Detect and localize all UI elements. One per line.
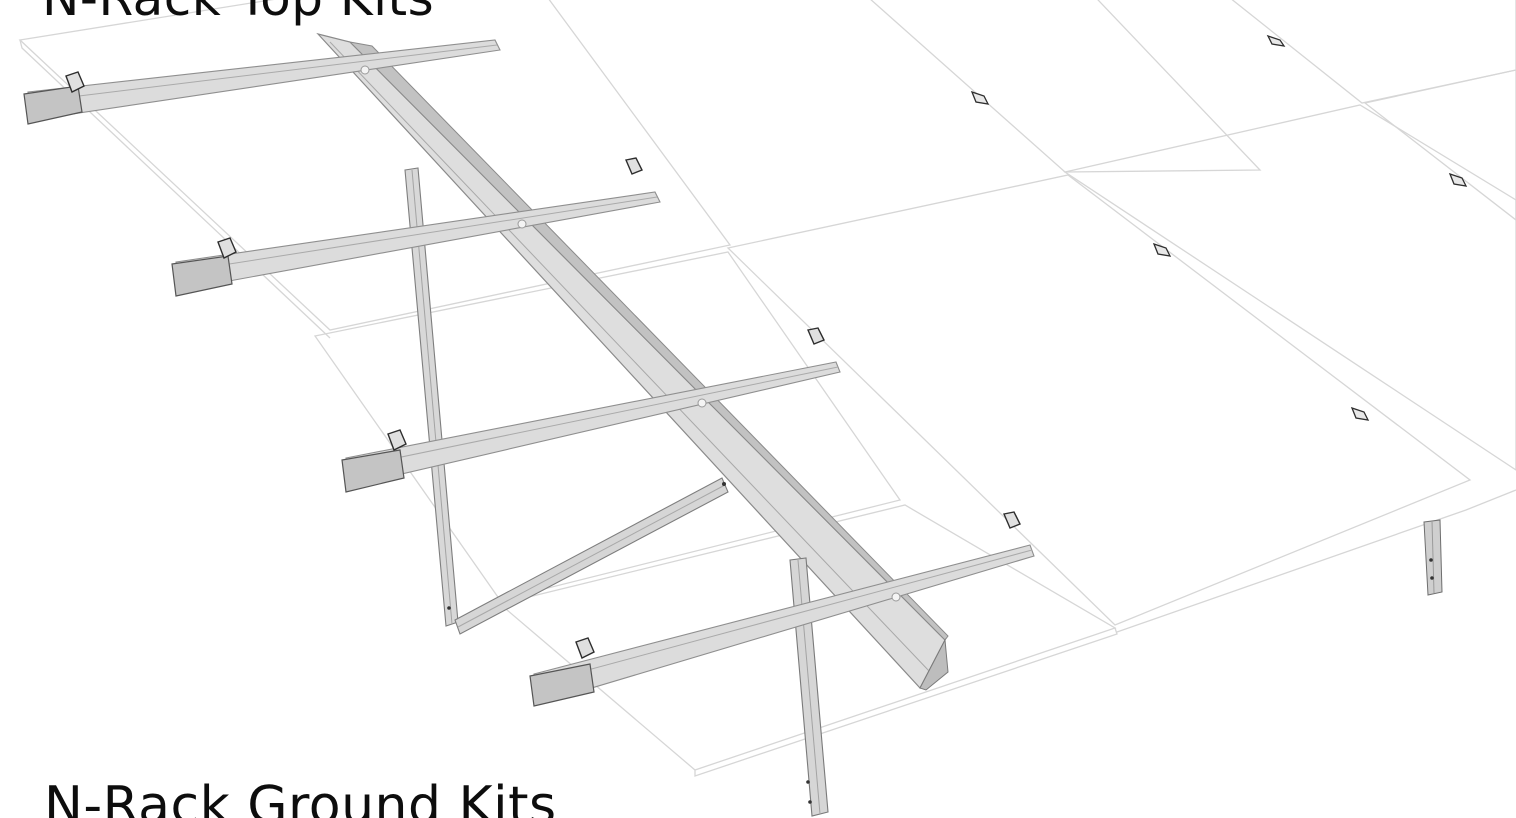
far-ground-leg xyxy=(1423,519,1443,596)
end-clamp xyxy=(217,237,237,259)
mid-clamp xyxy=(1448,172,1468,187)
solar-panel xyxy=(726,174,1472,626)
end-clamp xyxy=(65,71,85,93)
end-clamps xyxy=(65,71,1021,659)
rail-4 xyxy=(529,544,1035,707)
mid-clamps xyxy=(970,34,1468,421)
mid-clamp xyxy=(970,90,990,105)
solar-panel xyxy=(1363,69,1516,221)
rail-2 xyxy=(171,191,661,297)
rail-1 xyxy=(23,39,501,125)
panel-edge xyxy=(1116,489,1516,633)
mid-clamp xyxy=(1350,406,1370,421)
panel-edge xyxy=(694,627,1118,777)
mid-clamp xyxy=(1152,242,1172,257)
mid-clamp xyxy=(1266,34,1286,47)
diagonal-brace xyxy=(454,477,729,635)
top-kits-heading: N-Rack Top Kits xyxy=(42,0,434,26)
solar-panel xyxy=(18,0,732,331)
rail-3 xyxy=(341,361,841,493)
solar-panel xyxy=(870,0,1262,173)
end-clamp xyxy=(1003,511,1021,529)
front-leg xyxy=(789,557,829,817)
end-clamp xyxy=(575,637,595,659)
solar-panel xyxy=(1063,104,1516,471)
solar-panels xyxy=(18,0,1516,777)
end-clamp xyxy=(625,157,643,175)
end-clamp xyxy=(387,429,407,451)
main-diagonal-beam xyxy=(316,32,949,691)
ground-kits-heading: N-Rack Ground Kits xyxy=(44,776,557,818)
solar-panel xyxy=(1231,0,1516,104)
end-clamp xyxy=(807,327,825,345)
